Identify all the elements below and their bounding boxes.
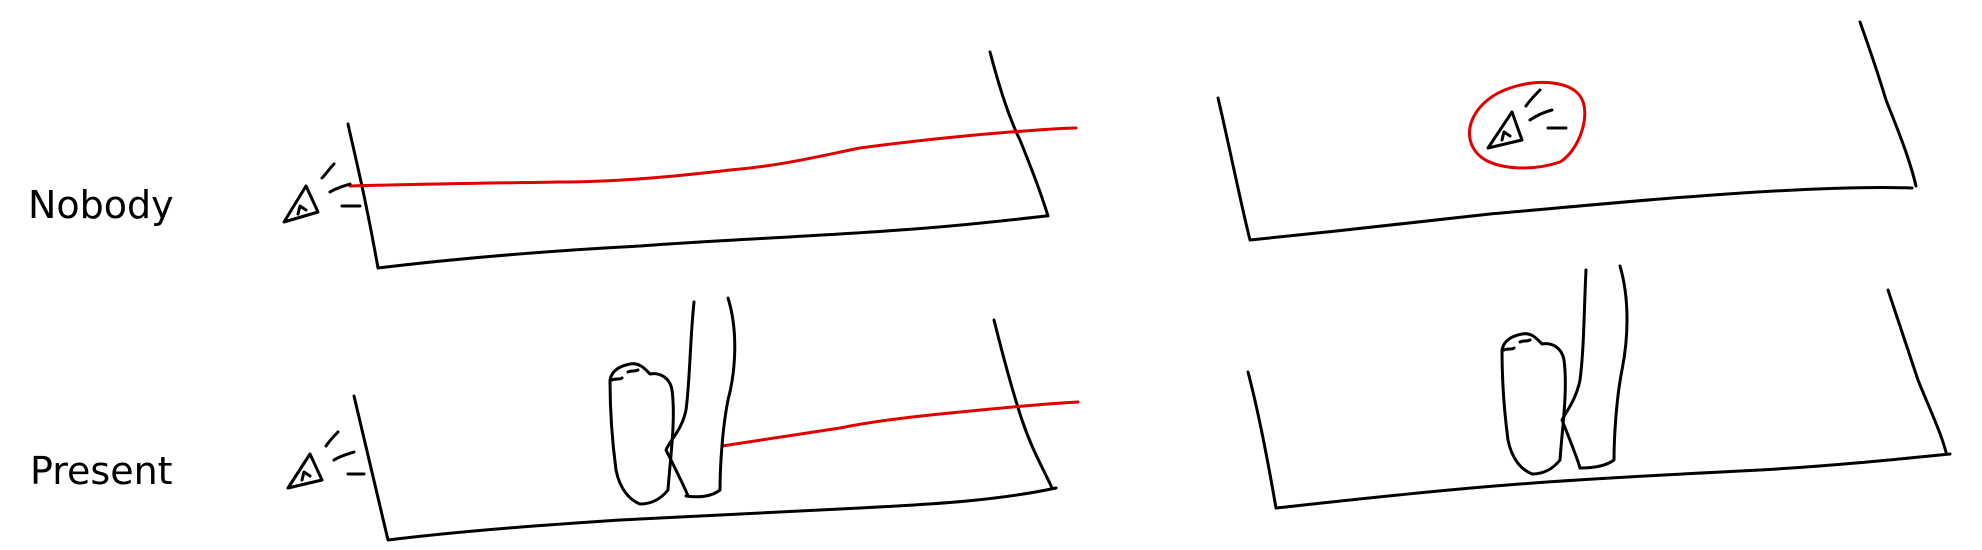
- panel-nobody-emitter: [282, 50, 1078, 270]
- panel-present-receiver: [1246, 264, 1952, 510]
- floor-outline: [352, 318, 1058, 542]
- light-beam: [348, 126, 1078, 188]
- panel-nobody-receiver: [1216, 20, 1918, 242]
- row-label-present: Present: [30, 449, 173, 493]
- floor-outline: [1216, 20, 1918, 242]
- foot-icon: [1500, 264, 1629, 476]
- floor-outline: [346, 50, 1050, 270]
- floor-outline: [1246, 288, 1952, 510]
- highlight-circle: [1467, 81, 1587, 170]
- eye-sensor-icon: [286, 430, 366, 490]
- panel-present-emitter: [286, 296, 1080, 542]
- foot-icon: [608, 296, 737, 506]
- eye-sensor-icon: [282, 162, 362, 224]
- eye-sensor-icon: [1486, 88, 1568, 150]
- row-label-nobody: Nobody: [28, 183, 174, 227]
- light-beam-blocked: [720, 400, 1080, 448]
